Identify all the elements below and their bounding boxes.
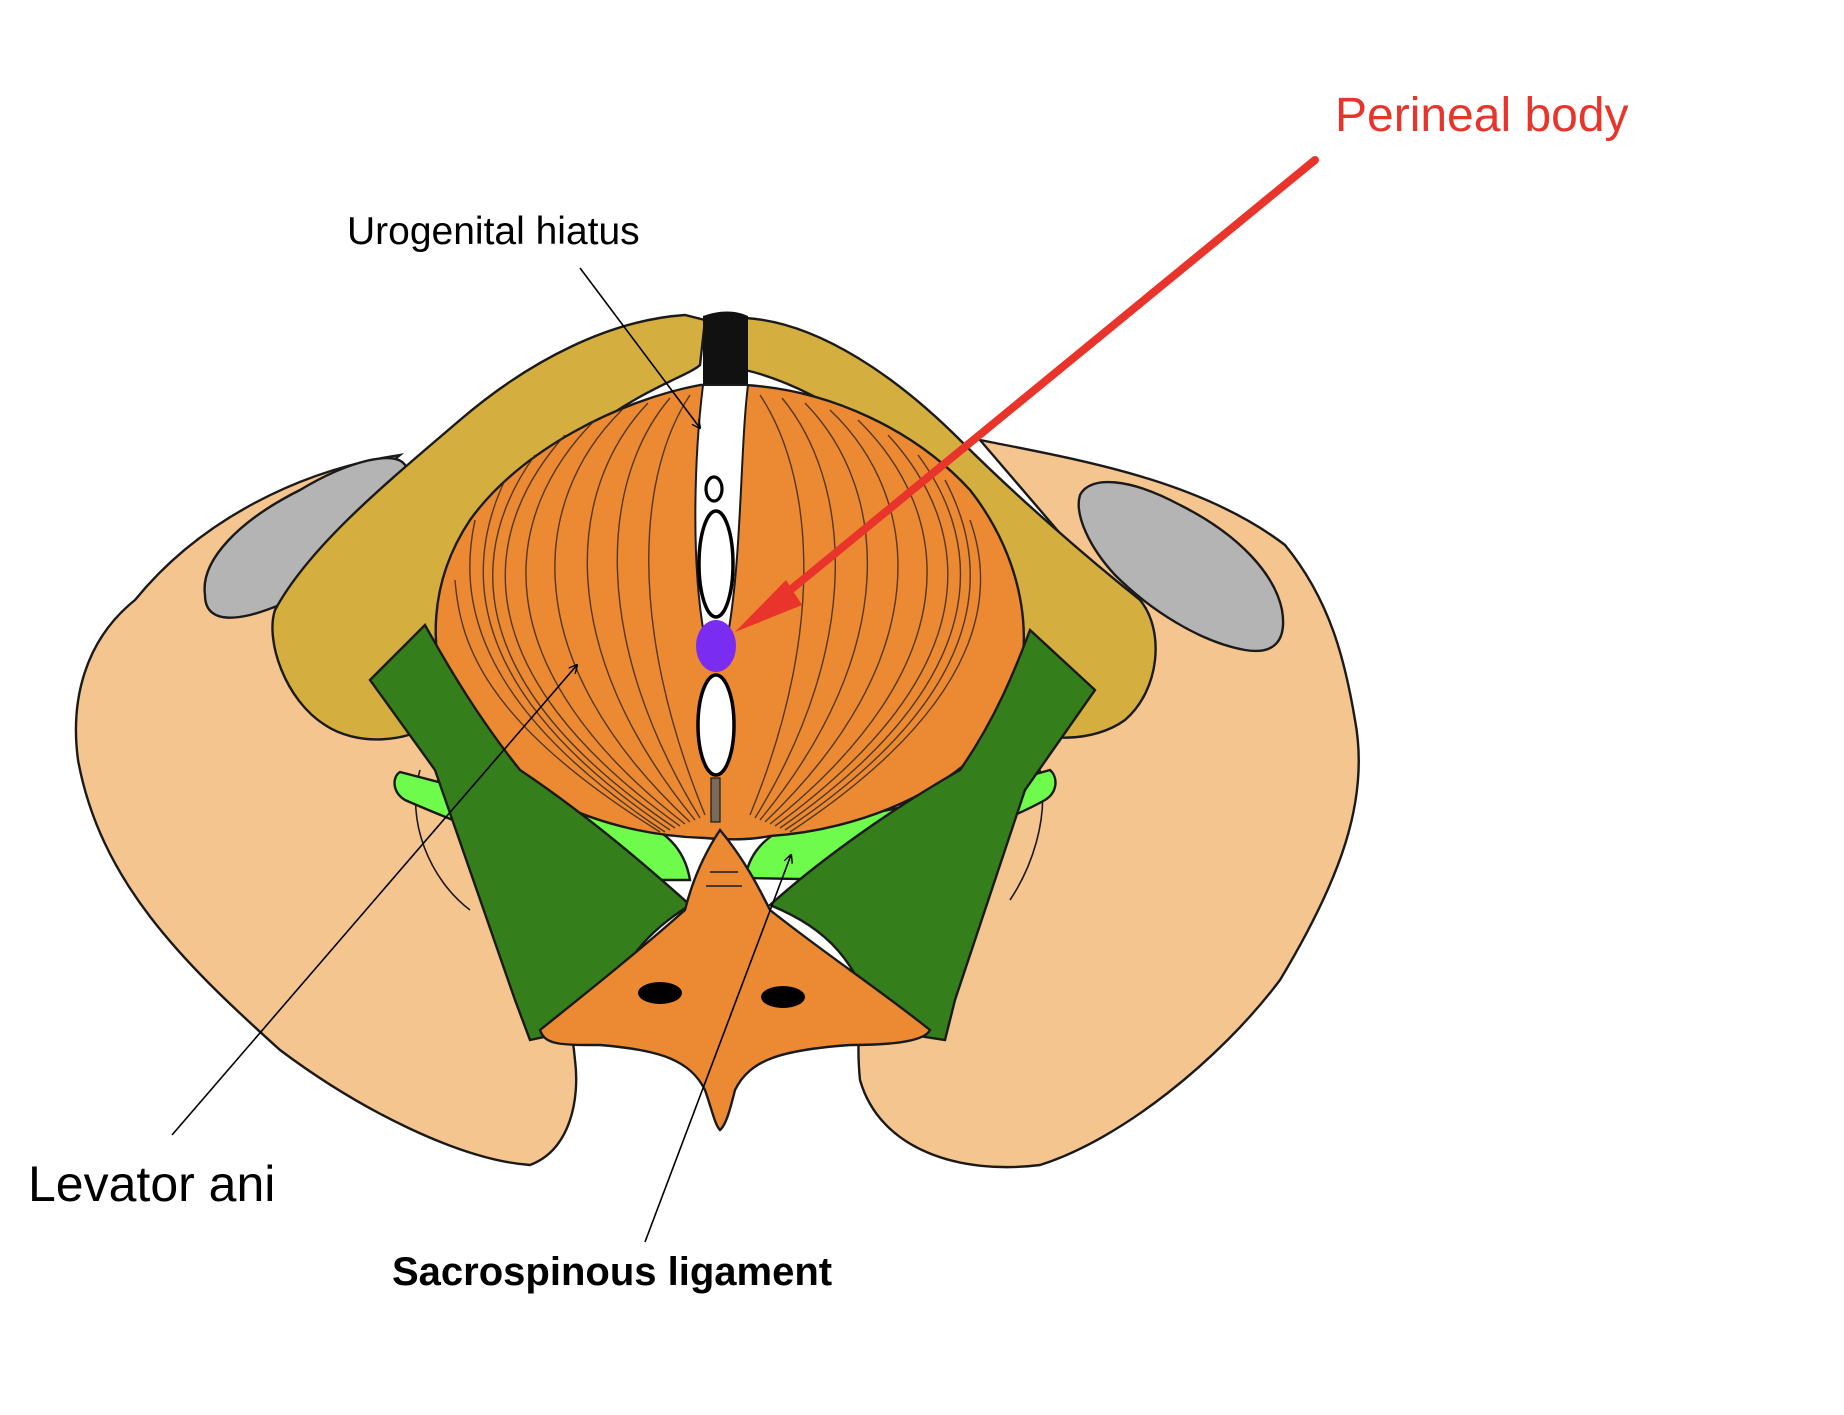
pubic-symphysis <box>703 311 748 391</box>
sacrospinous-ligament-leader <box>644 855 791 1243</box>
sacrospinous-ligament-label: Sacrospinous ligament <box>392 1250 833 1294</box>
right-obturator <box>1077 480 1285 653</box>
perineal-body-arrowhead <box>735 580 802 632</box>
anal-opening <box>696 673 736 777</box>
levator-ani-label: Levator ani <box>28 1156 276 1212</box>
urogenital-hiatus-label: Urogenital hiatus <box>347 210 640 253</box>
anococcygeal-raphe <box>710 777 721 823</box>
perineal-body-arrow <box>735 156 1319 632</box>
urogenital-hiatus-leader <box>579 267 700 428</box>
levator-ani-fibres <box>454 394 982 833</box>
perineal-body <box>696 620 736 672</box>
urethra-opening <box>704 475 724 503</box>
vaginal-opening <box>697 509 735 619</box>
left-sacral-foramen <box>638 982 682 1004</box>
right-sacral-foramen <box>761 986 805 1008</box>
sacrum-coccyx <box>538 827 932 1132</box>
levator-ani-leader <box>171 665 577 1136</box>
perineal-body-label: Perineal body <box>1335 89 1629 142</box>
